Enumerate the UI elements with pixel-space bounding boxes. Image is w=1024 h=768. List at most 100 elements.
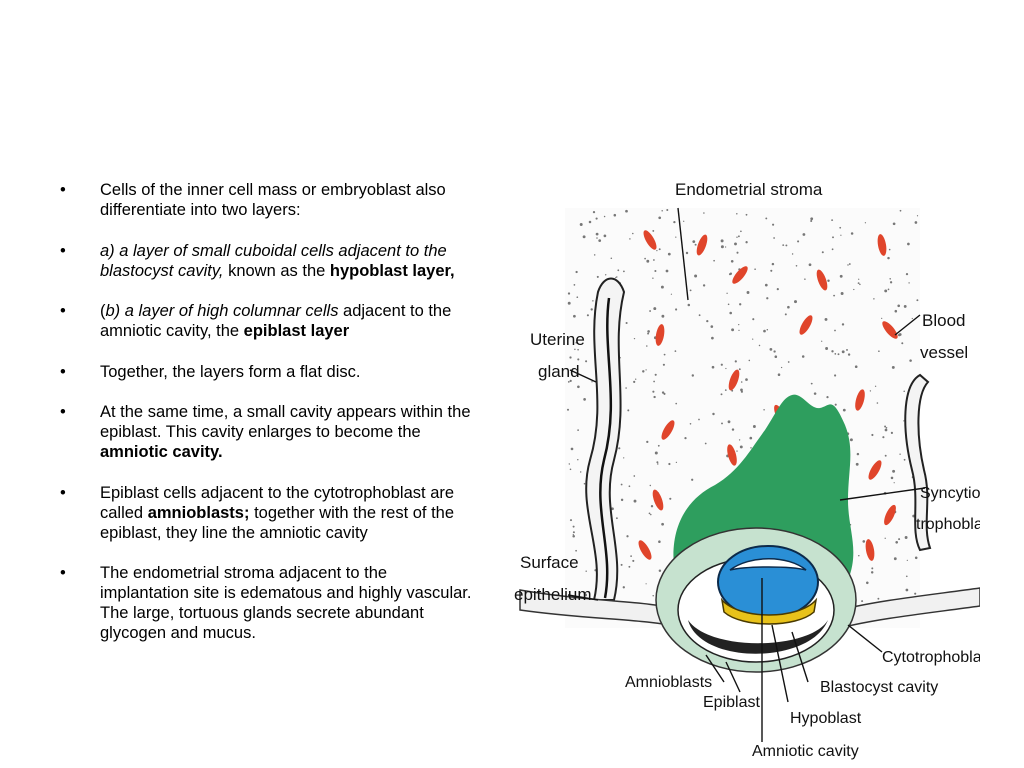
stroma-dot xyxy=(577,385,580,389)
stroma-dot xyxy=(739,445,743,449)
stroma-dot xyxy=(645,583,647,585)
stroma-dot xyxy=(706,319,709,323)
stroma-dot xyxy=(667,252,671,256)
stroma-dot xyxy=(731,328,735,332)
bullet-item-amnioblasts: • Epiblast cells adjacent to the cytotrop… xyxy=(58,483,478,543)
stroma-dot xyxy=(771,262,775,266)
stroma-dot xyxy=(583,398,586,401)
stroma-dot xyxy=(567,292,571,295)
stroma-dot xyxy=(769,348,773,351)
stroma-dot xyxy=(590,308,593,311)
stroma-dot xyxy=(645,369,647,371)
stroma-dot xyxy=(568,463,570,465)
stroma-dot xyxy=(661,209,663,212)
stroma-dot xyxy=(891,365,895,369)
stroma-dot xyxy=(623,457,625,459)
stroma-dot xyxy=(740,390,743,393)
bullet-item-endometrial-stroma: •The endometrial stroma adjacent to the … xyxy=(58,563,478,643)
stroma-dot xyxy=(654,373,657,376)
stroma-dot xyxy=(726,292,728,294)
stroma-dot xyxy=(724,389,727,391)
stroma-dot xyxy=(810,217,814,221)
stroma-dot xyxy=(901,342,904,345)
stroma-dot xyxy=(884,454,887,457)
stroma-dot xyxy=(694,274,698,278)
stroma-dot xyxy=(720,239,724,243)
stroma-dot xyxy=(785,244,788,247)
bullet-marker: • xyxy=(60,483,66,502)
stroma-dot xyxy=(873,298,875,300)
stroma-dot xyxy=(837,353,840,356)
label-surface-epithelium-line1: Surface xyxy=(520,553,579,572)
bullet-text: Epiblast cells adjacent to the cytotroph… xyxy=(100,483,455,522)
stroma-dot xyxy=(914,556,918,560)
bullet-text: Together, the layers form a flat disc. xyxy=(100,362,361,381)
stroma-dot xyxy=(897,304,901,308)
stroma-dot xyxy=(854,365,858,369)
stroma-dot xyxy=(593,254,596,256)
stroma-dot xyxy=(840,292,844,295)
stroma-dot xyxy=(657,444,660,447)
stroma-dot xyxy=(652,390,655,393)
stroma-dot xyxy=(765,217,768,220)
blood-vessel-blob xyxy=(865,539,875,561)
stroma-dot xyxy=(797,240,800,243)
stroma-dot xyxy=(787,305,790,309)
stroma-dot xyxy=(725,367,727,370)
stroma-dot xyxy=(633,475,636,477)
implantation-diagram: Endometrial stroma Uterine gland Blood v… xyxy=(514,180,980,760)
stroma-dot xyxy=(669,497,672,500)
stroma-dot xyxy=(620,483,623,486)
stroma-dot xyxy=(813,392,817,395)
stroma-dot xyxy=(833,294,836,297)
stroma-dot xyxy=(620,498,624,502)
label-uterine-gland-line2: gland xyxy=(538,362,580,381)
stroma-dot xyxy=(738,323,740,326)
stroma-dot xyxy=(861,600,864,603)
stroma-dot xyxy=(858,554,860,557)
stroma-dot xyxy=(752,338,754,340)
bullet-text: amnioblasts; xyxy=(147,503,250,522)
stroma-dot xyxy=(903,390,905,393)
stroma-dot xyxy=(749,436,753,440)
stroma-dot xyxy=(834,353,837,355)
label-epiblast: Epiblast xyxy=(703,694,760,711)
stroma-dot xyxy=(881,317,883,320)
stroma-dot xyxy=(734,242,737,246)
bullet-text: known as the xyxy=(223,261,330,280)
stroma-dot xyxy=(625,209,628,213)
stroma-dot xyxy=(887,256,890,260)
stroma-dot xyxy=(633,499,637,503)
label-blood-vessel-line1: Blood xyxy=(922,311,965,330)
stroma-dot xyxy=(903,420,905,422)
blood-vessel-blob xyxy=(855,389,865,411)
bullet-item-amniotic-cavity: •At the same time, a small cavity appear… xyxy=(58,402,478,462)
stroma-dot xyxy=(736,251,739,254)
stroma-dot xyxy=(899,209,902,212)
stroma-dot xyxy=(661,522,664,526)
stroma-dot xyxy=(592,210,596,214)
stroma-dot xyxy=(738,329,740,332)
stroma-dot xyxy=(652,277,654,279)
stroma-dot xyxy=(810,382,813,385)
stroma-dot xyxy=(766,297,769,300)
stroma-dot xyxy=(889,281,893,284)
stroma-dot xyxy=(573,314,576,318)
stroma-dot xyxy=(627,409,630,412)
leader-lines xyxy=(567,207,926,742)
stroma-dot xyxy=(834,403,837,406)
stroma-dot xyxy=(633,337,636,340)
blood-vessel-blob xyxy=(643,230,657,250)
stroma-dot xyxy=(661,391,665,394)
stroma-dot xyxy=(569,519,573,522)
stroma-dot xyxy=(615,276,617,279)
bullet-text: adjacent to the amniotic cavity, the xyxy=(100,302,452,340)
stroma-dot xyxy=(687,303,691,307)
label-uterine-gland-line1: Uterine xyxy=(530,330,585,349)
stroma-dot xyxy=(720,393,723,396)
stroma-dot xyxy=(652,229,655,232)
stroma-dot xyxy=(834,329,836,332)
blood-vessel-blob xyxy=(732,266,748,284)
stroma-dot xyxy=(802,233,806,236)
stroma-dot xyxy=(888,248,891,251)
